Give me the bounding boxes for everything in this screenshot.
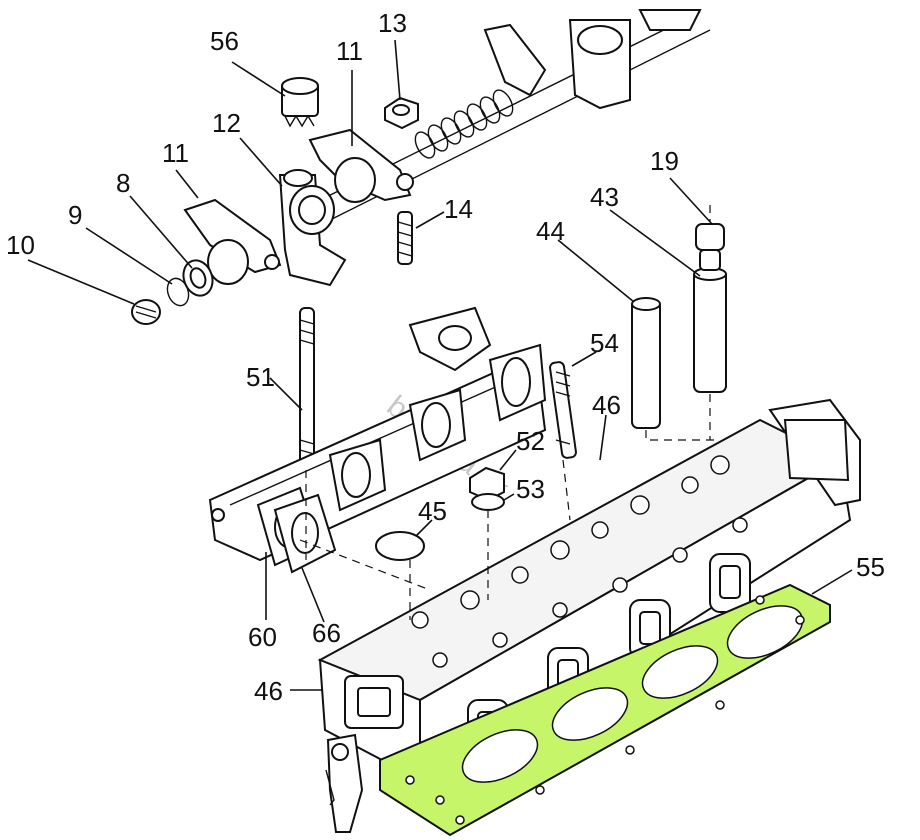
gasket-66 [273,493,337,574]
rocker-arm-11-upper [308,128,414,203]
washer-53 [471,493,505,511]
callout-14: 14 [444,194,473,224]
rocker-spring [414,89,514,159]
nut-52 [469,466,505,502]
head-gasket-55 [379,583,831,837]
callout-44: 44 [536,216,565,246]
callout-8: 8 [116,168,130,198]
callout-46-lower: 46 [254,676,283,706]
callout-51: 51 [246,362,275,392]
callout-11-upper: 11 [336,36,363,66]
callout-labels: 56 13 11 12 11 8 9 10 14 19 43 44 54 46 … [6,8,885,706]
callout-46-upper: 46 [592,390,621,420]
callout-52: 52 [516,426,545,456]
callout-66: 66 [312,618,341,648]
plug-45 [375,531,425,561]
callout-60: 60 [248,622,277,652]
cap-56 [281,77,319,128]
adjusting-screw-14 [397,211,413,265]
callout-10: 10 [6,230,35,260]
leader-lines [27,39,853,691]
tube-44 [631,297,661,429]
callout-9: 9 [68,200,82,230]
rocker-shaft-assembly [131,9,711,325]
callout-45: 45 [418,496,447,526]
callout-13: 13 [378,8,407,38]
assembly-lines [299,205,720,620]
stud-51 [299,307,315,469]
tube-43 [693,267,727,393]
side-port-4 [709,553,751,613]
callout-43: 43 [590,182,619,212]
callout-55: 55 [856,552,885,582]
callout-53: 53 [516,474,545,504]
rocker-arm-11-lower [183,198,282,285]
callout-19: 19 [650,146,679,176]
fitting-19 [695,223,725,271]
pedestal-12 [278,169,347,287]
lifting-bracket [325,733,364,833]
callout-12: 12 [212,108,241,138]
stud-54 [549,361,577,459]
plug-10 [131,299,161,325]
callout-11-lower: 11 [162,138,189,168]
exhaust-manifold [208,306,547,562]
callout-54: 54 [590,328,619,358]
circlip-9 [166,277,190,307]
callout-56: 56 [210,26,239,56]
